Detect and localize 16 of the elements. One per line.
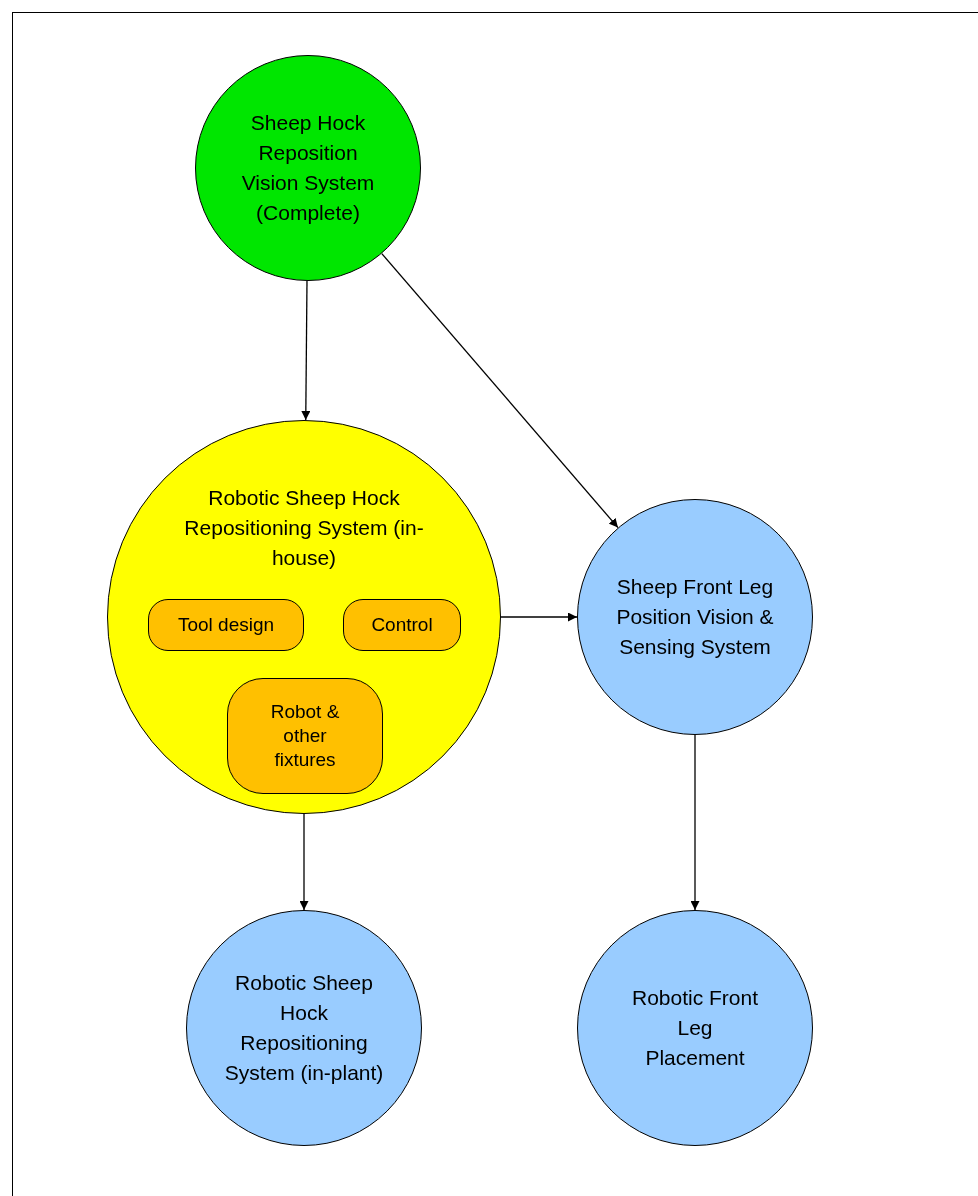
node-label: Robotic Sheep Hock Repositioning System (in-house) — [183, 485, 425, 571]
node-label: Robot & other fixtures — [269, 700, 341, 772]
arrow — [500, 612, 578, 622]
node-label: Sheep Hock Reposition Vision System (Complete) — [240, 110, 376, 226]
arrow — [299, 813, 309, 911]
arrow — [690, 734, 700, 911]
node-label: Tool design — [177, 613, 275, 637]
arrow — [301, 280, 311, 421]
rounded-box — [148, 599, 304, 651]
rounded-box — [343, 599, 461, 651]
node-label: Robotic Front Leg Placement — [630, 985, 760, 1071]
arrow — [381, 252, 619, 529]
node-label: Sheep Front Leg Position Vision & Sensing System — [615, 574, 775, 660]
node-label: Control — [371, 613, 433, 637]
rounded-box — [227, 678, 383, 794]
node-label: Robotic Sheep Hock Repositioning System (in-plant) — [224, 970, 384, 1086]
